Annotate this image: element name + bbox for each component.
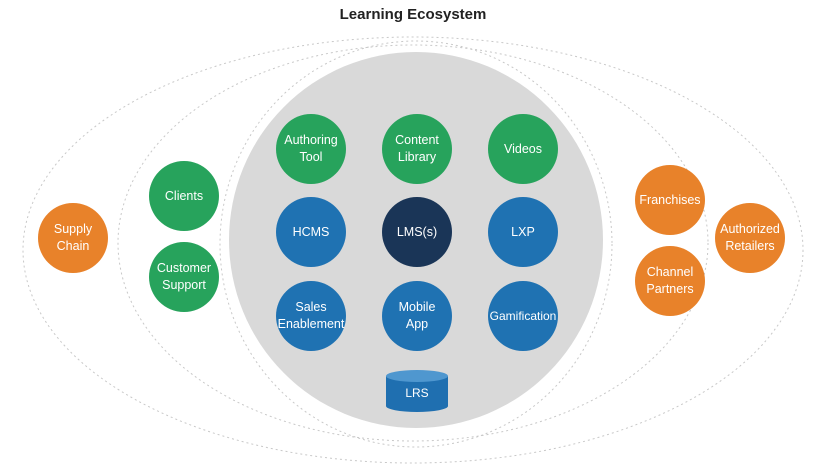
node-sales-enablement[interactable]: Sales Enablement: [276, 281, 346, 351]
node-content-library[interactable]: Content Library: [382, 114, 452, 184]
node-authorized-retailers[interactable]: Authorized Retailers: [715, 203, 785, 273]
node-supply-chain[interactable]: Supply Chain: [38, 203, 108, 273]
diagram-title: Learning Ecosystem: [339, 6, 487, 23]
node-lms[interactable]: LMS(s): [382, 197, 452, 267]
node-mobile-app[interactable]: Mobile App: [382, 281, 452, 351]
lrs-label: LRS: [405, 386, 429, 400]
node-channel-partners[interactable]: Channel Partners: [635, 246, 705, 316]
node-authoring-tool[interactable]: Authoring Tool: [276, 114, 346, 184]
node-gamification[interactable]: Gamification: [488, 281, 558, 351]
inner-ring: [219, 40, 613, 448]
node-hcms[interactable]: HCMS: [276, 197, 346, 267]
node-lxp[interactable]: LXP: [488, 197, 558, 267]
node-customer-support[interactable]: Customer Support: [149, 242, 219, 312]
outer-ring: [22, 36, 804, 464]
node-franchises[interactable]: Franchises: [635, 165, 705, 235]
middle-ring: [117, 44, 709, 442]
lrs-database-icon: [386, 370, 448, 412]
node-clients[interactable]: Clients: [149, 161, 219, 231]
node-videos[interactable]: Videos: [488, 114, 558, 184]
